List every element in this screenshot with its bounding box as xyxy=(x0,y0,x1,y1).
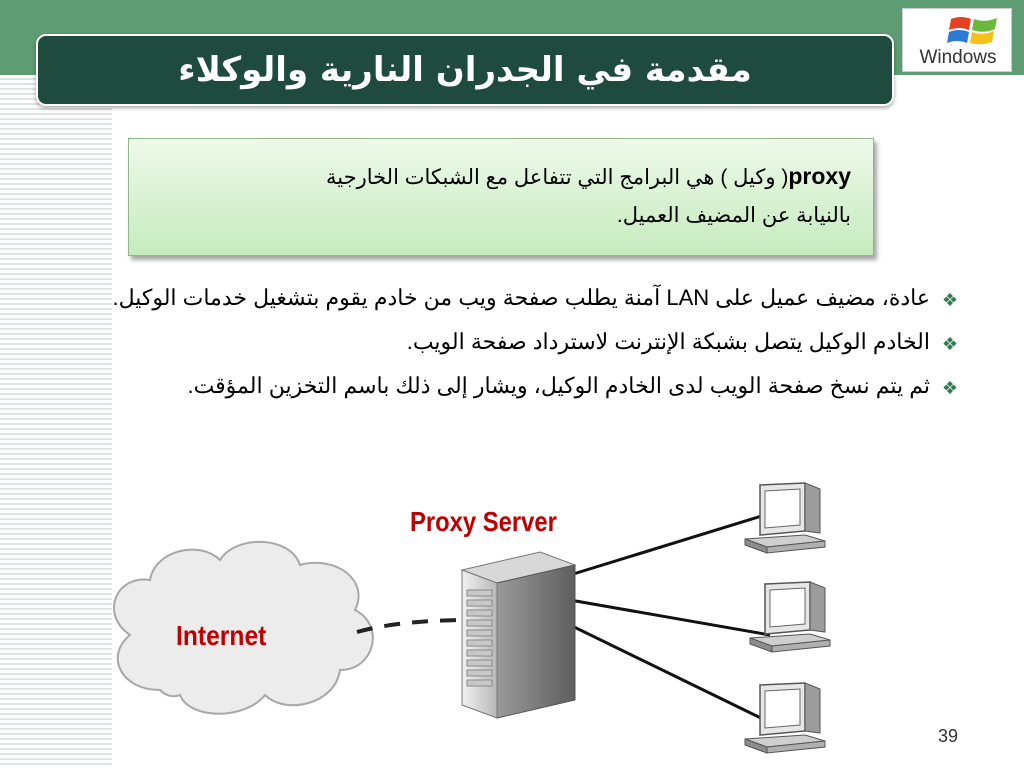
title-bar: مقدمة في الجدران النارية والوكلاء xyxy=(36,34,894,106)
client-computer-icon xyxy=(744,682,826,754)
bullet-list: ❖ عادة، مضيف عميل على LAN آمنة يطلب صفحة … xyxy=(70,278,960,410)
proxy-server-label: Proxy Server xyxy=(410,506,557,537)
diamond-bullet-icon: ❖ xyxy=(941,290,958,310)
client-link-line xyxy=(569,513,766,577)
diamond-bullet-icon: ❖ xyxy=(941,334,958,354)
page-number: 39 xyxy=(938,726,959,746)
definition-box: proxy( وكيل ) هي البرامج التي تتفاعل مع … xyxy=(128,138,874,256)
list-item: ❖ الخادم الوكيل يتصل بشبكة الإنترنت لاستر… xyxy=(70,322,960,362)
windows-flag-icon xyxy=(947,17,997,45)
proxy-server-icon xyxy=(460,551,577,719)
bullet-text: ثم يتم نسخ صفحة الويب لدى الخادم الوكيل،… xyxy=(187,373,930,398)
list-item: ❖ ثم يتم نسخ صفحة الويب لدى الخادم الوكيل… xyxy=(70,366,960,406)
definition-term: proxy xyxy=(788,163,851,189)
client-link-line xyxy=(569,598,771,637)
definition-line-1-rest: ( وكيل ) هي البرامج التي تتفاعل مع الشبك… xyxy=(326,166,789,189)
slide-title: مقدمة في الجدران النارية والوكلاء xyxy=(178,50,752,90)
client-link-line xyxy=(569,623,766,722)
definition-line-1: proxy( وكيل ) هي البرامج التي تتفاعل مع … xyxy=(147,157,851,197)
client-computer-icon xyxy=(744,482,826,554)
logo-text: Windows xyxy=(919,47,997,68)
internet-link-line xyxy=(356,618,471,634)
client-computer-icon xyxy=(749,581,831,653)
bullet-text: الخادم الوكيل يتصل بشبكة الإنترنت لاسترد… xyxy=(406,329,930,354)
internet-cloud-icon xyxy=(112,540,374,715)
diamond-bullet-icon: ❖ xyxy=(941,378,958,398)
list-item: ❖ عادة، مضيف عميل على LAN آمنة يطلب صفحة … xyxy=(70,278,960,318)
windows-logo: Windows xyxy=(902,8,1012,72)
internet-label: Internet xyxy=(176,620,267,651)
definition-line-2: بالنيابة عن المضيف العميل. xyxy=(616,204,851,227)
bullet-text: عادة، مضيف عميل على LAN آمنة يطلب صفحة و… xyxy=(112,285,930,310)
left-stripes-decoration xyxy=(0,75,112,768)
